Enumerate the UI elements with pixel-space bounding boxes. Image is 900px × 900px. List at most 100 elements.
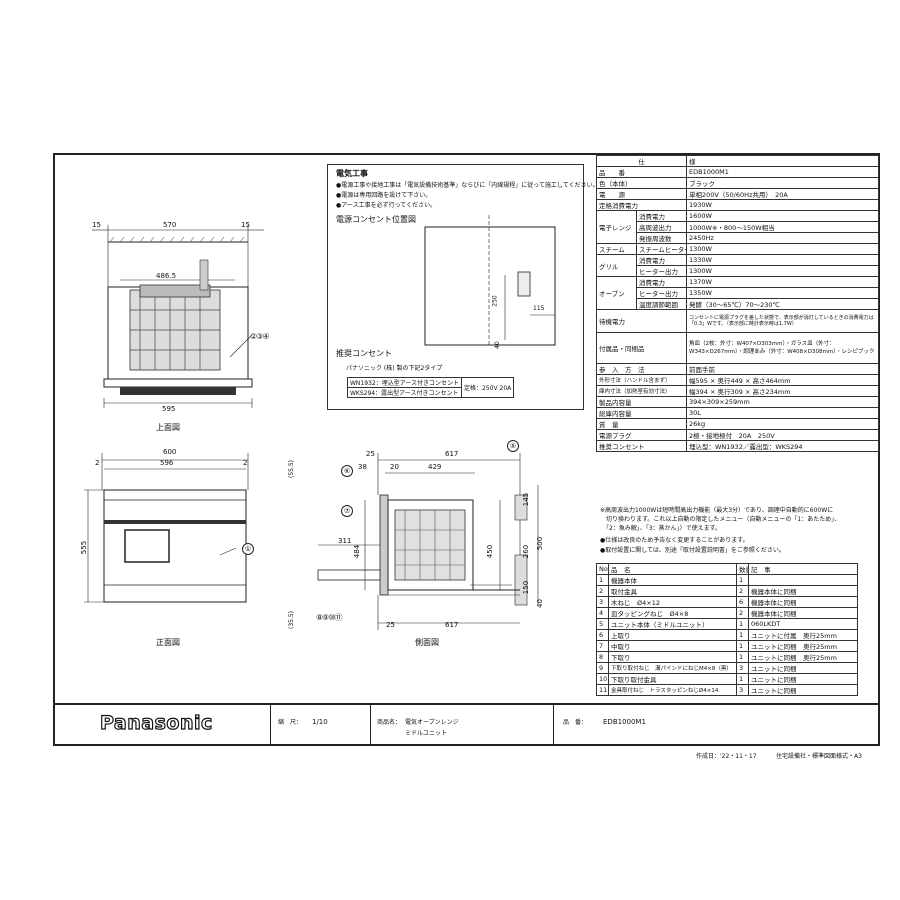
- spec-label: 庫内寸法（加熱室有効寸法）: [596, 385, 687, 397]
- part-note: ユニットに同梱: [748, 673, 858, 685]
- part-name: 皿タッピングねじ Ø4×8: [608, 607, 737, 619]
- title-divider-2: [370, 704, 371, 744]
- part-qty: 1: [736, 574, 749, 586]
- outlet-model-2: WKS294：露出型アース付きコンセント: [346, 387, 463, 398]
- part-note: ユニットに同梱: [748, 662, 858, 674]
- spec-label: 消費電力: [636, 210, 687, 222]
- spec-value: 角皿（2枚：外寸：W407×D303mm）・ガラス皿（外寸：W343×D267m…: [686, 332, 879, 364]
- parts-header-qty: 数量: [736, 563, 749, 575]
- dim-20: 20: [390, 463, 399, 471]
- dim-595-top: 595: [162, 405, 176, 413]
- spec-label: 付属品・同梱品: [596, 332, 687, 364]
- spec-label: ヒーター出力: [636, 265, 687, 277]
- elec-note-1: ●電源工事や接地工事は「電気設備技術基準」ならびに「内線規程」に従って施工してく…: [336, 182, 599, 189]
- part-qty: 1: [736, 651, 749, 663]
- dim-145: 145: [522, 492, 531, 507]
- spec-value: 1330W: [686, 254, 879, 266]
- part-name: 下取り取付金具: [608, 673, 737, 685]
- dim-484: 484: [353, 544, 362, 559]
- dim-115: 115: [533, 305, 545, 312]
- dim-40-side: 40: [535, 599, 544, 608]
- parts-header-no: No.: [596, 563, 609, 575]
- spec-label: 総庫内容量: [596, 407, 687, 419]
- spec-label: 質 量: [596, 418, 687, 430]
- spec-value: 前面手前: [686, 363, 879, 375]
- part-note: ユニットに同梱: [748, 684, 858, 696]
- part-qty: 1: [736, 629, 749, 641]
- part-qty: 3: [736, 684, 749, 696]
- title-divider-1: [270, 704, 271, 744]
- part-note: 機器本体に同梱: [748, 607, 858, 619]
- spec-label: 参 入 方 法: [596, 363, 687, 375]
- dim-450: 450: [486, 544, 495, 559]
- part-qty: 1: [736, 673, 749, 685]
- note-line-1: ※高周波出力1000Wは短時間高出力機能（最大3分）であり、調理中自動的に600…: [600, 507, 834, 514]
- spec-label: 待機電力: [596, 309, 687, 333]
- part-no-label: 品 番：: [563, 719, 588, 726]
- dim-55-5: (55.5): [288, 459, 296, 479]
- part-no: 6: [596, 629, 609, 641]
- spec-label: 消費電力: [636, 276, 687, 288]
- dim-25-top: 25: [366, 450, 375, 458]
- spec-header-2: 様: [686, 155, 879, 167]
- spec-label: 発振周波数: [636, 232, 687, 244]
- scale-value: 1/10: [312, 718, 328, 726]
- part-no: 5: [596, 618, 609, 630]
- part-no: 2: [596, 585, 609, 597]
- spec-value: 幅394 × 奥行309 × 高さ234mm: [686, 385, 879, 397]
- dim-500: 500: [536, 536, 545, 551]
- spec-header-1: 仕: [596, 155, 687, 167]
- spec-group: グリル: [596, 254, 637, 277]
- outlet-position-drawing: [424, 215, 556, 346]
- outlet-position-title: 電源コンセント位置図: [336, 215, 416, 224]
- spec-label: スチームヒーター出力: [636, 243, 687, 255]
- part-no: 7: [596, 640, 609, 652]
- dim-35-5: (35.5): [288, 610, 296, 630]
- spec-value: 1370W: [686, 276, 879, 288]
- top-view-label: 上面図: [156, 423, 180, 432]
- spec-label: 消費電力: [636, 254, 687, 266]
- spec-value: 1350W: [686, 287, 879, 299]
- spec-label: 色（本体）: [596, 177, 687, 189]
- spec-label: 推奨コンセント: [596, 440, 687, 452]
- part-qty: 3: [736, 662, 749, 674]
- part-name: ユニット本体（ミドルユニット）: [608, 618, 737, 630]
- part-no: 4: [596, 607, 609, 619]
- part-qty: 1: [736, 640, 749, 652]
- callout-2-3-4: ②③④: [250, 332, 269, 341]
- part-no: 11: [596, 684, 609, 696]
- callout-5: ⑤: [507, 440, 519, 452]
- dim-38: 38: [358, 463, 367, 471]
- spec-label: 品 番: [596, 166, 687, 178]
- dim-600: 600: [163, 448, 177, 456]
- part-qty: 6: [736, 596, 749, 608]
- spec-label: 製品内容量: [596, 396, 687, 408]
- part-name: 機器本体: [608, 574, 737, 586]
- spec-value: ブラック: [686, 177, 879, 189]
- spec-value: 埋込型：WN1932／露出型：WKS294: [686, 440, 879, 452]
- part-name: 取付金具: [608, 585, 737, 597]
- title-divider-3: [553, 704, 554, 744]
- outlet-rating: 定格：250V 20A: [461, 377, 515, 398]
- note-line-4: ●仕様は改良のため予告なく変更することがあります。: [600, 537, 749, 544]
- callout-7: ⑦: [341, 505, 353, 517]
- outlet-table: WN1932：埋込型アース付きコンセント 定格：250V 20A WKS294：…: [346, 377, 515, 398]
- part-note: 機器本体に同梱: [748, 585, 858, 597]
- callout-6: ⑥: [341, 465, 353, 477]
- note-line-2: 切り換わります。これ以上自動の限定したメニュー（自動メニューの「1：あたため」、: [600, 516, 841, 523]
- spec-value: コンセントに電源プラグを差した状態で、表示部が消灯しているときの消費電力は「0.…: [686, 309, 879, 333]
- elec-title: 電気工事: [336, 169, 368, 178]
- spec-label: 定格消費電力: [596, 199, 687, 211]
- product-name-2: ミドルユニット: [405, 730, 448, 737]
- spec-value: 1600W: [686, 210, 879, 222]
- spec-value: 2極・接地極付 20A 250V: [686, 429, 879, 441]
- spec-label: 高周波出力: [636, 221, 687, 233]
- dim-2-right: 2: [243, 459, 248, 467]
- front-view-drawing: [84, 453, 249, 603]
- spec-group: オーブン: [596, 276, 637, 310]
- dim-2-left: 2: [95, 459, 100, 467]
- creation-date: 作成日：'22・11・17: [696, 753, 757, 760]
- note-line-5: ●取付設置に関しては、別途「取付設置説明書」をご参照ください。: [600, 547, 785, 554]
- spec-value: 2450Hz: [686, 232, 879, 244]
- spec-label: 電源プラグ: [596, 429, 687, 441]
